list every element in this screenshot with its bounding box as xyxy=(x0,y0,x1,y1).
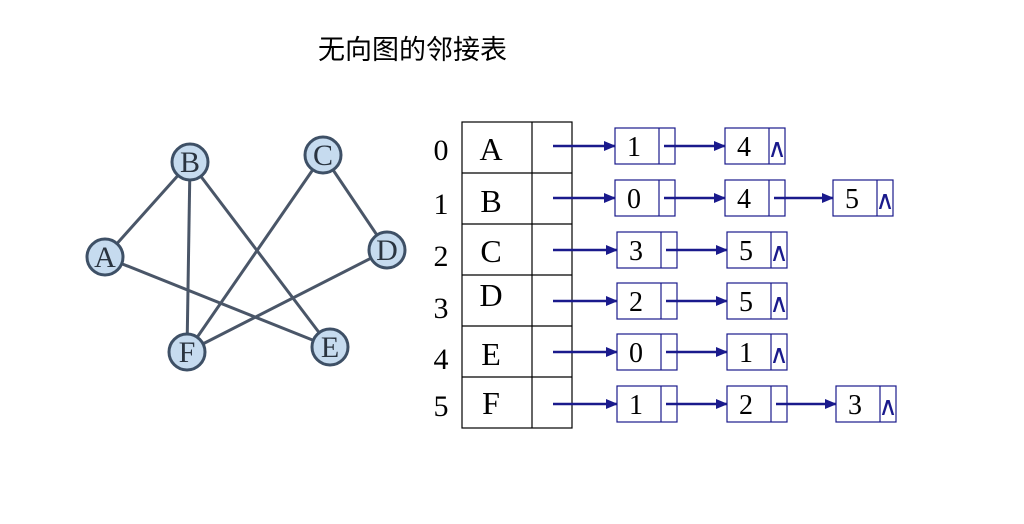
graph-vertices: A B C D E F xyxy=(85,135,407,372)
edge-node-box xyxy=(726,231,788,269)
vertex-name: E xyxy=(481,336,501,372)
edge-B-E xyxy=(188,161,332,348)
edge-node: 0 xyxy=(616,333,728,371)
vertex-circle xyxy=(310,327,350,367)
vertex-circle xyxy=(303,135,343,175)
null-pointer-symbol: ∧ xyxy=(875,186,894,216)
edge-node-adjvex: 3 xyxy=(848,390,862,421)
edge-node-adjvex: 5 xyxy=(845,184,859,215)
edge-node-box xyxy=(724,127,786,165)
edge-node-adjvex: 1 xyxy=(739,338,753,369)
edge-node-adjvex: 2 xyxy=(629,287,643,318)
edge-node-box xyxy=(835,385,897,423)
edge-node: 1 xyxy=(616,385,728,423)
edge-node: 4 xyxy=(724,179,834,217)
diagram-title: 无向图的邻接表 xyxy=(318,35,507,66)
edge-node: 1∧ xyxy=(726,333,789,371)
null-pointer-symbol: ∧ xyxy=(769,340,788,370)
edge-B-F xyxy=(185,161,192,353)
vertex-label: E xyxy=(321,331,339,364)
vertex-label: D xyxy=(376,234,398,267)
edge-node-adjvex: 4 xyxy=(737,184,751,215)
vertex-index: 4 xyxy=(434,343,449,376)
vertex-name: D xyxy=(479,277,502,313)
vertex-label: F xyxy=(179,336,196,369)
edge-node-adjvex: 5 xyxy=(739,236,753,267)
vertex-E: E xyxy=(310,327,350,367)
edge-node-adjvex: 0 xyxy=(627,184,641,215)
edge-node: 3 xyxy=(616,231,728,269)
vertex-index: 3 xyxy=(434,292,449,325)
edge-node-box xyxy=(726,282,788,320)
edge-node: 5∧ xyxy=(726,282,789,320)
edge-node-adjvex: 0 xyxy=(629,338,643,369)
edge-A-E xyxy=(104,255,331,349)
edge-node-adjvex: 2 xyxy=(739,390,753,421)
edge-node-box xyxy=(832,179,894,217)
null-pointer-symbol: ∧ xyxy=(769,289,788,319)
edge-node: 5∧ xyxy=(726,231,789,269)
edge-node-adjvex: 1 xyxy=(627,132,641,163)
vertex-B: B xyxy=(170,142,210,182)
vertex-circle xyxy=(170,142,210,182)
edge-node-adjvex: 3 xyxy=(629,236,643,267)
vertex-label: C xyxy=(313,139,333,172)
vertex-circle xyxy=(167,332,207,372)
vertex-D: D xyxy=(367,230,407,270)
edge-node: 0 xyxy=(614,179,726,217)
vertex-index: 5 xyxy=(434,390,449,423)
vertex-name: C xyxy=(480,233,501,269)
edge-node: 2 xyxy=(616,282,728,320)
vertex-name: A xyxy=(479,131,502,167)
edge-node: 4∧ xyxy=(724,127,787,165)
vertex-F: F xyxy=(167,332,207,372)
vertex-name: B xyxy=(480,183,501,219)
edge-node-adjvex: 1 xyxy=(629,390,643,421)
edge-node: 2 xyxy=(726,385,837,423)
edge-C-F xyxy=(185,154,325,353)
edge-A-B xyxy=(103,160,192,259)
null-pointer-symbol: ∧ xyxy=(878,392,897,422)
graph-edges xyxy=(103,154,389,354)
vertex-name: F xyxy=(482,385,500,421)
null-pointer-symbol: ∧ xyxy=(769,238,788,268)
vertex-label: B xyxy=(180,146,200,179)
null-pointer-symbol: ∧ xyxy=(767,134,786,164)
edge-node-adjvex: 5 xyxy=(739,287,753,318)
edge-node-box xyxy=(726,333,788,371)
vertex-index: 0 xyxy=(434,134,449,167)
edge-node: 3∧ xyxy=(835,385,898,423)
edge-node: 5∧ xyxy=(832,179,895,217)
edge-node-adjvex: 4 xyxy=(737,132,751,163)
edge-node: 1 xyxy=(614,127,726,165)
vertex-A: A xyxy=(85,237,125,277)
vertex-index: 1 xyxy=(434,188,449,221)
vertex-C: C xyxy=(303,135,343,175)
vertex-label: A xyxy=(94,241,116,274)
vertex-circle xyxy=(85,237,125,277)
vertex-circle xyxy=(367,230,407,270)
vertex-index: 2 xyxy=(434,240,449,273)
edge-D-F xyxy=(186,248,388,354)
